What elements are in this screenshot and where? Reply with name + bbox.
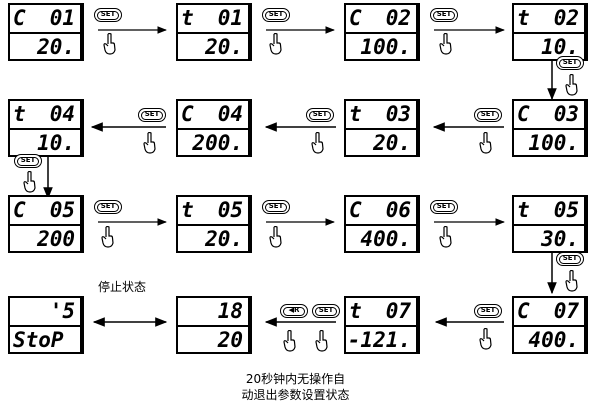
- lcd-run-state: 18 20: [176, 296, 252, 354]
- set-button[interactable]: SET: [14, 154, 42, 168]
- timeout-note-line1: 20秒钟内无操作自: [245, 372, 346, 386]
- back-run-button[interactable]: ◀R: [280, 304, 308, 318]
- lcd-stop-state: '5 StoP: [8, 296, 84, 354]
- set-button[interactable]: SET: [474, 304, 502, 318]
- set-button[interactable]: SET: [262, 8, 290, 22]
- hand-press-icon: [143, 132, 156, 154]
- set-button[interactable]: SET: [430, 200, 458, 214]
- set-button[interactable]: SET: [474, 108, 502, 122]
- set-button[interactable]: SET: [556, 56, 584, 70]
- set-button[interactable]: SET: [262, 200, 290, 214]
- hand-press-icon: [283, 330, 296, 352]
- hand-press-icon: [565, 74, 578, 96]
- hand-press-icon: [439, 226, 452, 248]
- set-button[interactable]: SET: [94, 200, 122, 214]
- hand-press-icon: [269, 226, 282, 248]
- set-button[interactable]: SET: [306, 108, 334, 122]
- hand-press-icon: [103, 33, 116, 55]
- hand-press-icon: [23, 171, 36, 193]
- set-button[interactable]: SET: [94, 8, 122, 22]
- hand-press-icon: [565, 270, 578, 292]
- hand-press-icon: [101, 226, 114, 248]
- hand-press-icon: [479, 328, 492, 350]
- hand-press-icon: [269, 33, 282, 55]
- set-button[interactable]: SET: [138, 108, 166, 122]
- hand-press-icon: [311, 132, 324, 154]
- hand-press-icon: [479, 132, 492, 154]
- set-button[interactable]: SET: [312, 304, 340, 318]
- stop-state-label: 停止状态: [98, 280, 147, 294]
- set-button[interactable]: SET: [556, 252, 584, 266]
- set-button[interactable]: SET: [430, 8, 458, 22]
- hand-press-icon: [315, 330, 328, 352]
- timeout-note-line2: 动退出参数设置状态: [241, 388, 350, 402]
- hand-press-icon: [439, 33, 452, 55]
